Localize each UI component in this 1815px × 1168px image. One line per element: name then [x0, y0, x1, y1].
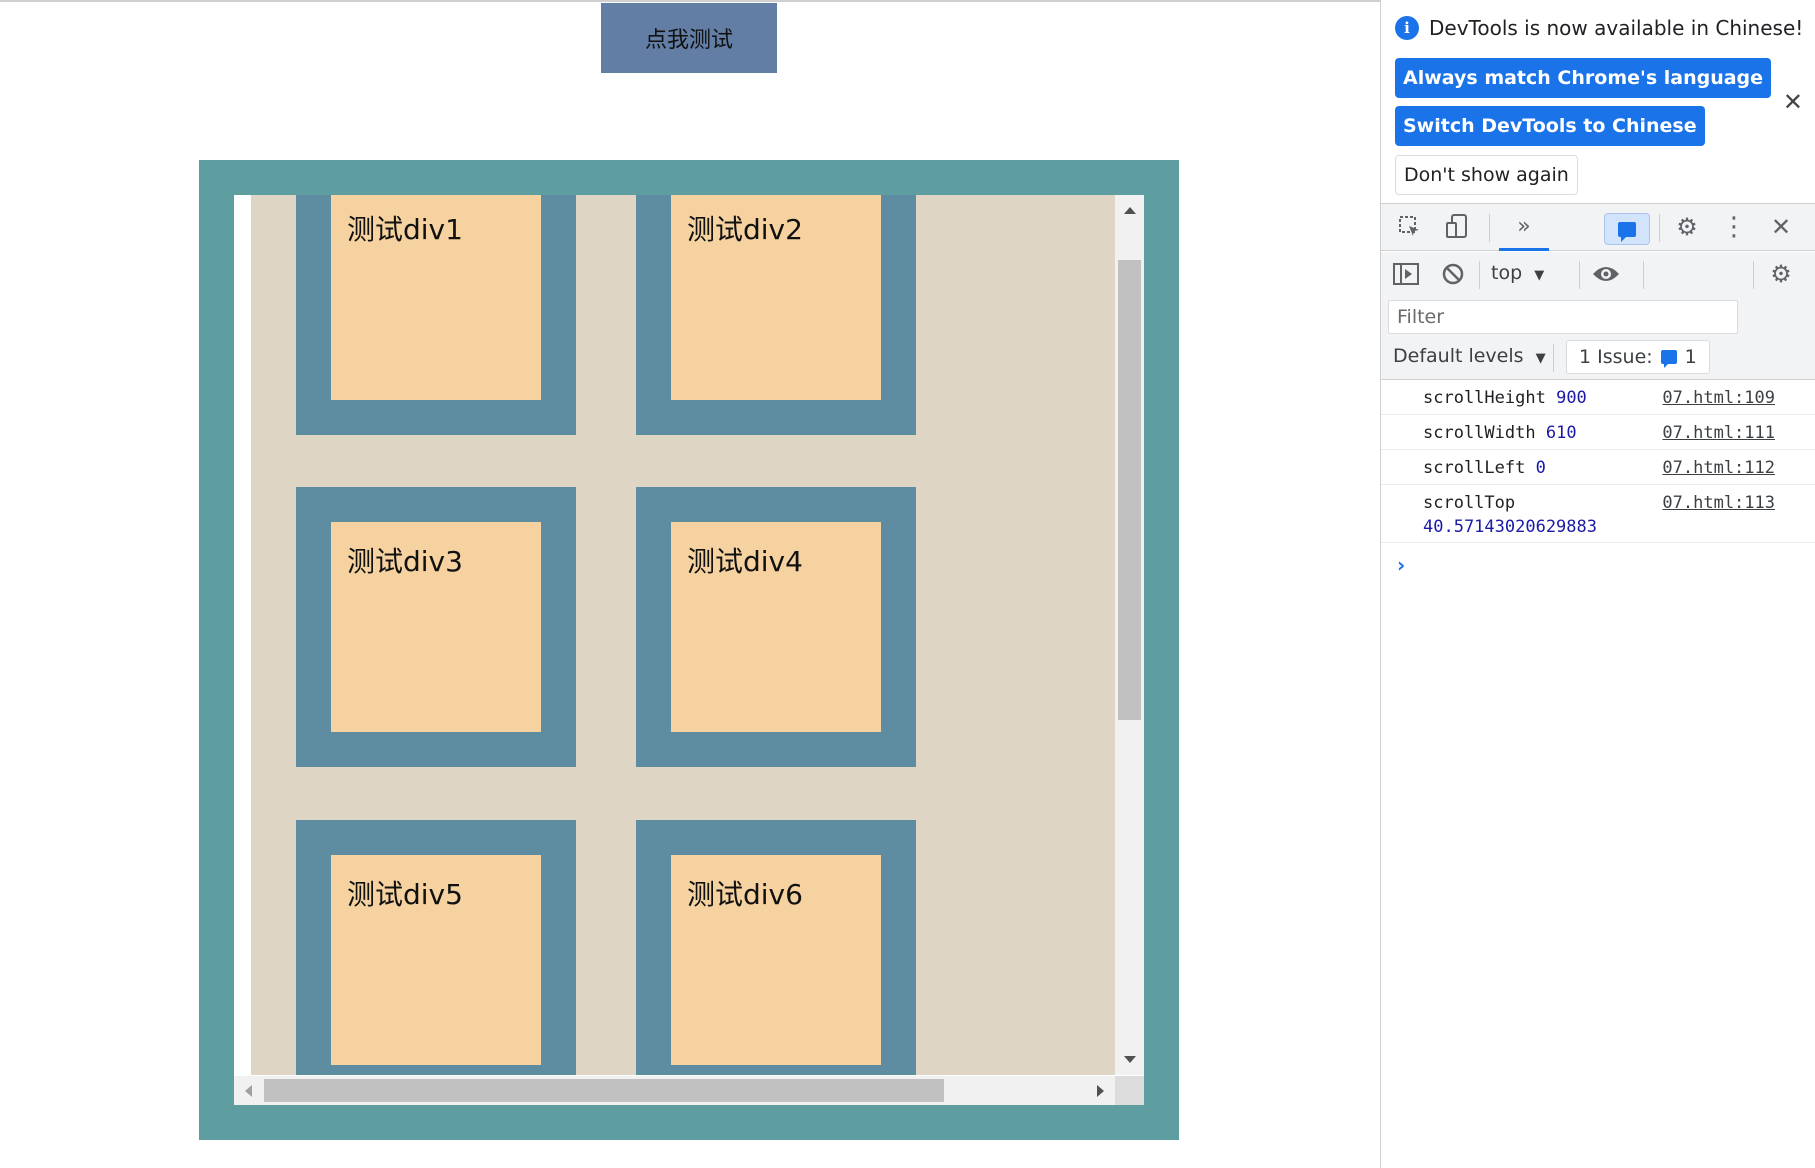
issues-button[interactable]: 1 Issue: 1 — [1566, 340, 1710, 374]
issues-count: 1 — [1684, 346, 1697, 368]
test-div-1: 测试div1 — [296, 195, 576, 435]
log-key: scrollHeight — [1423, 388, 1546, 408]
issues-chat-icon — [1660, 350, 1677, 368]
dropdown-arrow-icon: ▼ — [1535, 351, 1546, 366]
horizontal-scroll-thumb[interactable] — [264, 1079, 944, 1102]
log-entry: scrollHeight 900 07.html:109 — [1381, 380, 1815, 415]
devtools-panel: i DevTools is now available in Chinese! … — [1380, 0, 1815, 1168]
context-selector-label: top — [1491, 262, 1523, 284]
test-div-4-inner: 测试div4 — [671, 522, 881, 732]
toolbar-separator — [1659, 214, 1660, 242]
test-div-6: 测试div6 — [636, 820, 916, 1075]
toolbar-separator — [1579, 261, 1580, 289]
levels-row: Default levels ▼ 1 Issue: 1 — [1381, 336, 1815, 380]
log-value: 0 — [1535, 458, 1546, 478]
log-value: 40.57143020629883 — [1423, 517, 1597, 537]
default-levels-label: Default levels — [1393, 345, 1524, 367]
vertical-scroll-thumb[interactable] — [1118, 260, 1141, 720]
scroll-up-arrow-icon[interactable] — [1124, 207, 1136, 214]
scroll-down-arrow-icon[interactable] — [1124, 1056, 1136, 1063]
log-message: scrollHeight 900 — [1423, 388, 1587, 408]
test-div-2: 测试div2 — [636, 195, 916, 435]
settings-icon[interactable]: ⚙ — [1676, 213, 1698, 241]
toolbar-separator — [1643, 261, 1644, 289]
console-settings-icon[interactable]: ⚙ — [1770, 260, 1792, 288]
log-key: scrollLeft — [1423, 458, 1526, 478]
log-key: scrollTop — [1423, 493, 1516, 513]
issues-chat-icon[interactable] — [1604, 213, 1650, 245]
scroll-right-arrow-icon[interactable] — [1097, 1085, 1104, 1097]
toolbar-separator — [1479, 261, 1480, 289]
console-log: scrollHeight 900 07.html:109 scrollWidth… — [1381, 380, 1815, 543]
language-notice: i DevTools is now available in Chinese! — [1395, 16, 1803, 40]
log-source-link[interactable]: 07.html:109 — [1662, 388, 1775, 408]
close-icon[interactable]: ✕ — [1782, 88, 1803, 116]
inspect-icon[interactable] — [1395, 212, 1425, 242]
scroll-container[interactable]: 测试div1 测试div2 测试div3 测试div4 测试div5 测试div… — [234, 195, 1144, 1105]
context-selector[interactable]: top ▼ — [1491, 262, 1544, 284]
devtools-main-toolbar: » ⚙ ⋮ ✕ — [1381, 203, 1815, 251]
log-source-link[interactable]: 07.html:113 — [1662, 493, 1775, 513]
switch-chinese-button[interactable]: Switch DevTools to Chinese — [1395, 106, 1705, 146]
more-tabs-icon[interactable]: » — [1517, 213, 1531, 239]
log-source-link[interactable]: 07.html:111 — [1662, 423, 1775, 443]
log-message: scrollWidth 610 — [1423, 423, 1577, 443]
console-prompt[interactable]: › — [1397, 553, 1406, 577]
log-source-link[interactable]: 07.html:112 — [1662, 458, 1775, 478]
active-tab-underline — [1499, 248, 1549, 251]
log-message: scrollLeft 0 — [1423, 458, 1546, 478]
test-div-4: 测试div4 — [636, 487, 916, 767]
test-button[interactable]: 点我测试 — [601, 3, 777, 73]
scroll-content: 测试div1 测试div2 测试div3 测试div4 测试div5 测试div… — [251, 195, 1115, 1075]
outer-container: 测试div1 测试div2 测试div3 测试div4 测试div5 测试div… — [199, 160, 1179, 1140]
notice-text: DevTools is now available in Chinese! — [1429, 16, 1804, 40]
test-div-5: 测试div5 — [296, 820, 576, 1075]
test-div-3-inner: 测试div3 — [331, 522, 541, 732]
device-toggle-icon[interactable] — [1443, 212, 1473, 242]
vertical-scrollbar[interactable] — [1115, 195, 1144, 1075]
test-div-5-inner: 测试div5 — [331, 855, 541, 1065]
close-devtools-icon[interactable]: ✕ — [1770, 213, 1792, 241]
dont-show-again-button[interactable]: Don't show again — [1395, 155, 1578, 195]
filter-row — [1381, 296, 1815, 336]
console-toolbar: top ▼ ⚙ — [1381, 252, 1815, 296]
log-value: 610 — [1545, 423, 1577, 443]
toolbar-separator — [1553, 344, 1554, 372]
horizontal-scrollbar[interactable] — [234, 1076, 1115, 1105]
default-levels-dropdown[interactable]: Default levels ▼ — [1393, 345, 1546, 367]
scroll-left-arrow-icon[interactable] — [245, 1085, 252, 1097]
scrollbar-corner — [1115, 1076, 1144, 1105]
test-div-1-inner: 测试div1 — [331, 195, 541, 400]
match-language-button[interactable]: Always match Chrome's language — [1395, 58, 1772, 98]
info-icon: i — [1395, 16, 1419, 40]
log-key: scrollWidth — [1423, 423, 1536, 443]
log-value: 900 — [1556, 388, 1587, 408]
clear-console-icon[interactable] — [1438, 259, 1468, 289]
issues-label: 1 Issue: — [1579, 346, 1653, 368]
eye-icon[interactable] — [1591, 259, 1621, 289]
log-entry: scrollWidth 610 07.html:111 — [1381, 415, 1815, 450]
test-div-2-inner: 测试div2 — [671, 195, 881, 400]
toolbar-separator — [1753, 261, 1754, 289]
log-entry: scrollLeft 0 07.html:112 — [1381, 450, 1815, 485]
log-entry: scrollTop 40.57143020629883 07.html:113 — [1381, 485, 1815, 543]
test-div-6-inner: 测试div6 — [671, 855, 881, 1065]
filter-input[interactable] — [1388, 300, 1738, 334]
kebab-menu-icon[interactable]: ⋮ — [1721, 212, 1747, 242]
browser-top-border — [0, 0, 1380, 2]
sidebar-toggle-icon[interactable] — [1391, 259, 1421, 289]
dropdown-arrow-icon: ▼ — [1534, 268, 1545, 283]
toolbar-separator — [1489, 214, 1490, 242]
test-div-3: 测试div3 — [296, 487, 576, 767]
